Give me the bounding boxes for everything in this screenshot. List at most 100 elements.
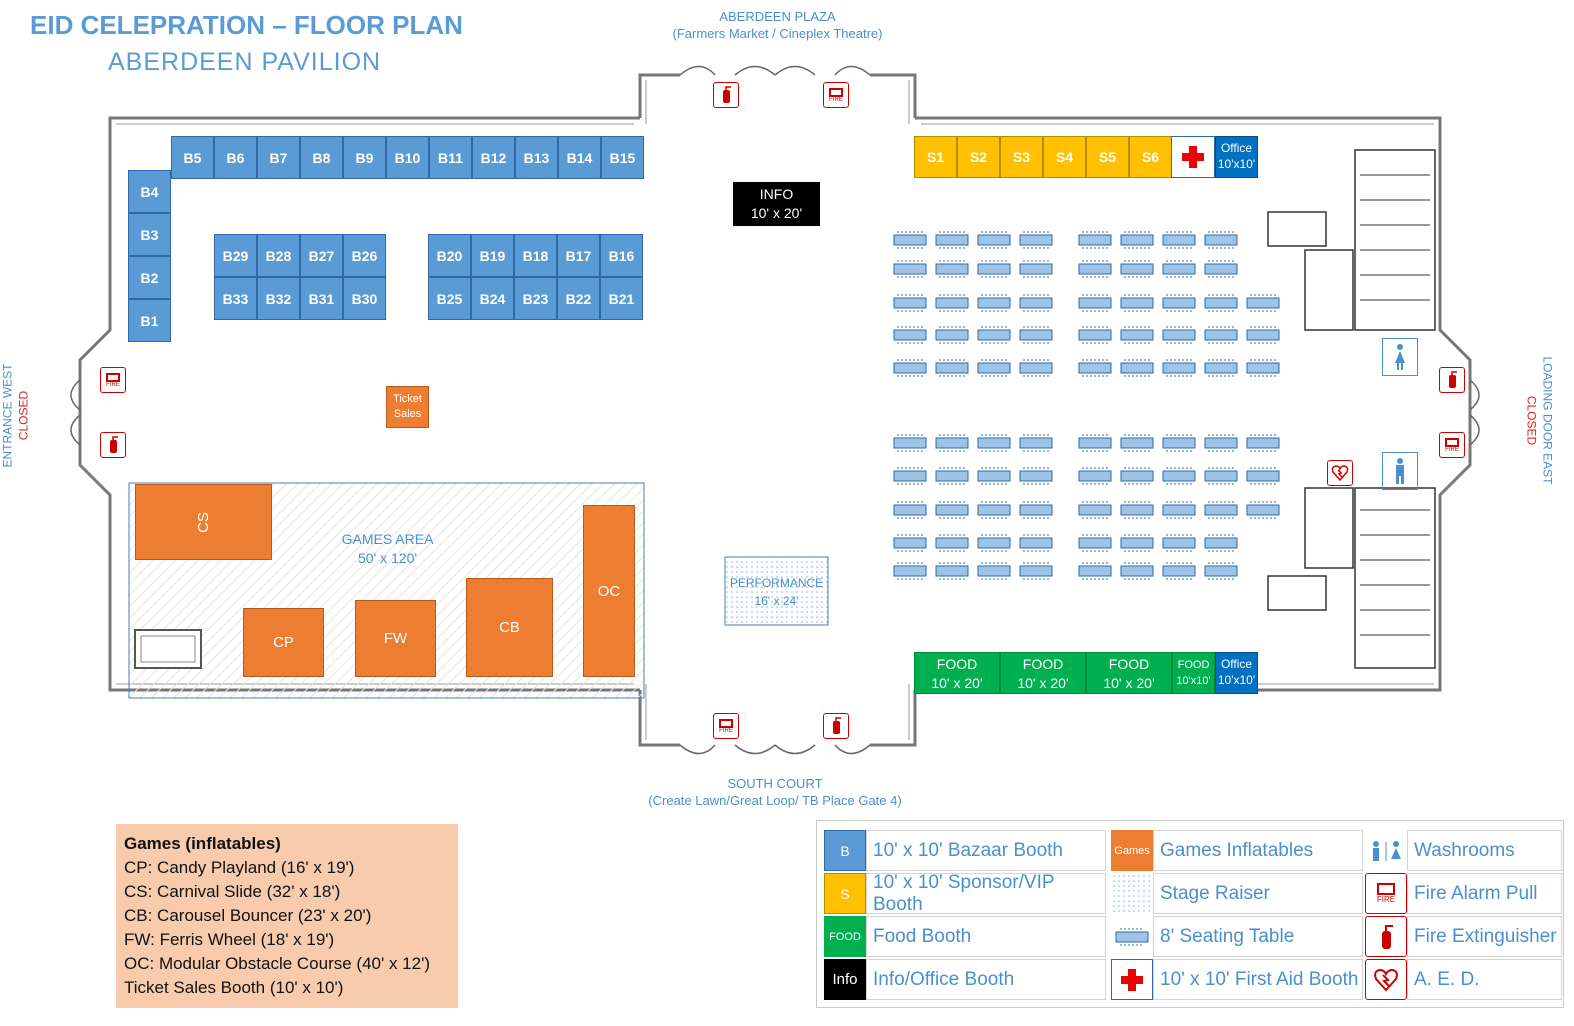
seating-table [893,434,927,452]
seating-table [935,359,969,377]
seating-table [977,294,1011,312]
seating-table [1120,562,1154,580]
seating-table [977,562,1011,580]
seating-table [1019,467,1053,485]
seating-table [977,231,1011,249]
seating-table [977,534,1011,552]
bazaar-booth-b11: B11 [429,136,472,179]
seating-table [1246,326,1280,344]
seating-table [1162,467,1196,485]
page-title: EID CELEPRATION – FLOOR PLAN [30,10,463,40]
seating-table [935,501,969,519]
seating-table [1162,562,1196,580]
seating-table [1078,359,1112,377]
office-booth-bottom: Office 10'x10' [1215,652,1258,694]
seating-table [893,260,927,278]
ticket-sales-booth: Ticket Sales [386,386,429,428]
fire-extinguisher-icon [823,713,849,739]
legend-label: 10' x 10' Sponsor/VIP Booth [866,872,1106,915]
bazaar-booth-b14: B14 [558,136,601,179]
bazaar-booth-b17: B17 [557,234,600,277]
seating-table [1204,562,1238,580]
sponsor-booth-s2: S2 [957,136,1000,178]
sponsor-booth-s3: S3 [1000,136,1043,178]
seating-table [1246,359,1280,377]
bazaar-booth-b1: B1 [128,299,171,342]
bazaar-booth-b24: B24 [471,277,514,320]
seating-table [1204,294,1238,312]
seating-table [893,467,927,485]
seating-table [893,562,927,580]
legend-swatch-stage [1111,873,1153,914]
info-booth: INFO 10' x 20' [733,182,820,226]
games-legend-item: CS: Carnival Slide (32' x 18') [124,882,341,901]
fire-extinguisher-icon [100,432,126,458]
seating-table [1019,534,1053,552]
seating-table [1019,434,1053,452]
performance-label: PERFORMANCE 16' x 24' [729,576,824,608]
fire-alarm-pull-icon: FIRE [100,367,126,393]
legend-label: 10' x 10' First Aid Booth [1153,959,1363,1000]
seating-table [1019,231,1053,249]
bazaar-booth-b29: B29 [214,234,257,277]
seating-table [1120,501,1154,519]
seating-table-icon [1111,916,1153,957]
seating-table [1019,260,1053,278]
seating-table [977,434,1011,452]
seating-table [1204,359,1238,377]
bazaar-booth-b15: B15 [601,136,644,179]
games-cs: CS [135,484,272,560]
games-legend-item: OC: Modular Obstacle Course (40' x 12') [124,954,430,973]
seating-table [1078,260,1112,278]
womens-washroom-icon [1382,338,1418,376]
seating-table [1204,434,1238,452]
west-entrance-label: ENTRANCE WEST CLOSED [0,363,31,468]
seating-table [977,326,1011,344]
fire-alarm-pull-icon: FIRE [713,713,739,739]
bazaar-booth-b25: B25 [428,277,471,320]
bazaar-booth-b18: B18 [514,234,557,277]
legend-label: Fire Extinguisher [1407,916,1562,957]
seating-table [1120,534,1154,552]
seating-table [1120,467,1154,485]
seating-table [1204,467,1238,485]
aed-icon [1327,460,1353,486]
seating-table [935,434,969,452]
bazaar-booth-b3: B3 [128,213,171,256]
bazaar-booth-b8: B8 [300,136,343,179]
seating-table [1162,294,1196,312]
games-legend-item: FW: Ferris Wheel (18' x 19') [124,930,335,949]
aed-icon [1365,959,1407,1000]
seating-table [1204,501,1238,519]
fire-alarm-pull-icon: FIRE [1365,873,1407,914]
seating-table [1019,359,1053,377]
first-aid-booth [1171,136,1215,178]
games-legend-item: CP: Candy Playland (16' x 19') [124,858,355,877]
sponsor-booth-s5: S5 [1086,136,1129,178]
legend-swatch-bazaar: B [824,830,866,871]
seating-table [977,260,1011,278]
seating-table [1078,326,1112,344]
games-cb: CB [466,578,553,677]
map-legend: B 10' x 10' Bazaar Booth S 10' x 10' Spo… [816,820,1564,1008]
bazaar-booth-b9: B9 [343,136,386,179]
seating-table [1246,467,1280,485]
fire-alarm-pull-icon: FIRE [1439,432,1465,458]
games-cp: CP [243,608,324,677]
mens-washroom-icon [1382,452,1418,490]
legend-label: Info/Office Booth [866,959,1106,1000]
legend-label: Fire Alarm Pull [1407,873,1562,914]
sponsor-booth-s1: S1 [914,136,957,178]
legend-swatch-games: Games [1111,830,1153,871]
washrooms-icon [1365,830,1407,871]
seating-table [1120,326,1154,344]
page-subtitle: ABERDEEN PAVILION [108,48,382,76]
seating-table [893,231,927,249]
legend-swatch-sponsor: S [824,873,866,914]
seating-table [1246,501,1280,519]
bazaar-booth-b16: B16 [600,234,643,277]
games-area-label: GAMES AREA 50' x 120' [341,531,434,566]
